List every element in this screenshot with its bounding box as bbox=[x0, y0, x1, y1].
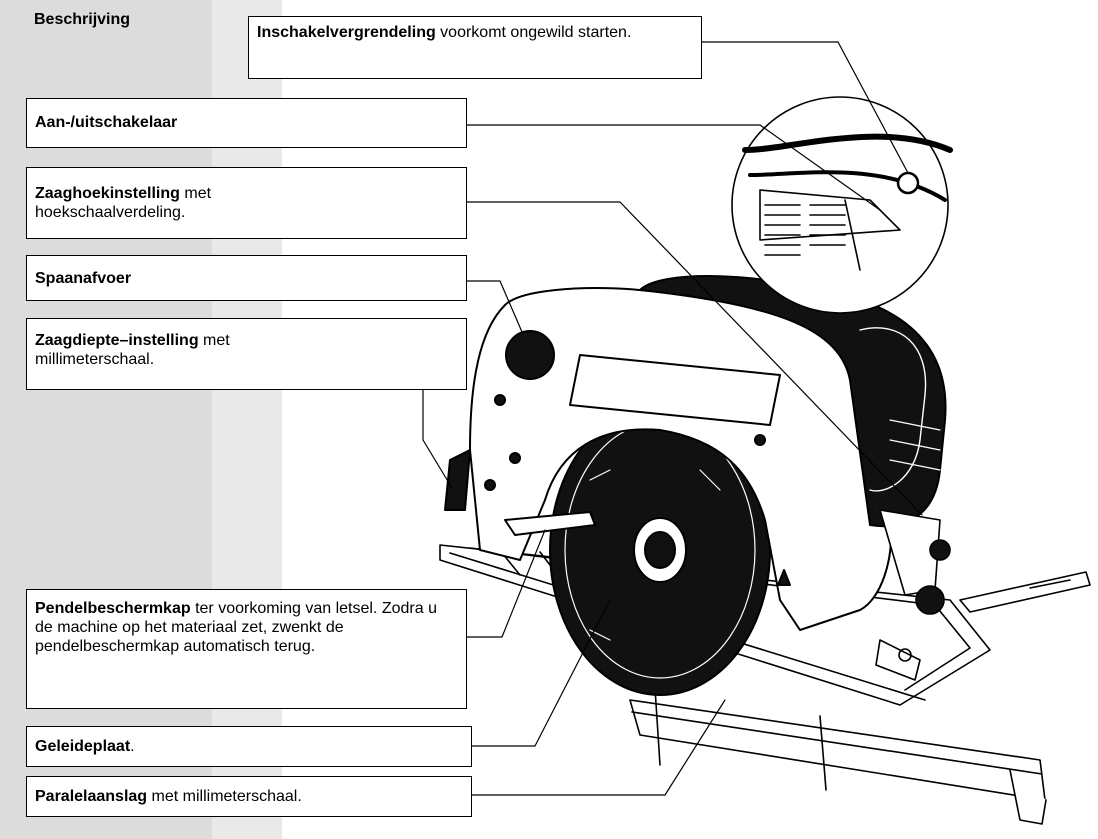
callout-desc: ter voorkoming van letsel. Zodra u de ma… bbox=[35, 600, 437, 655]
callout-desc: . bbox=[130, 738, 135, 755]
callout-spaanafvoer: Spaanafvoer bbox=[26, 255, 467, 301]
callout-term: Paralelaanslag bbox=[35, 788, 148, 805]
motor-housing bbox=[639, 275, 947, 528]
callout-term: Pendelbeschermkap bbox=[35, 600, 191, 617]
callout-desc: met millimeterschaal. bbox=[147, 788, 302, 805]
callout-zaaghoekinstelling: Zaaghoekinstelling met hoekschaalverdeli… bbox=[26, 167, 467, 239]
callout-pendelbeschermkap: Pendelbeschermkap ter voorkoming van let… bbox=[26, 589, 467, 709]
callout-term: Zaagdiepte–instelling bbox=[35, 332, 199, 349]
callout-aan-uitschakelaar: Aan-/uitschakelaar bbox=[26, 98, 467, 148]
callout-desc: met millimeterschaal. bbox=[35, 332, 230, 368]
section-title: Beschrijving bbox=[34, 11, 131, 28]
callout-term: Spaanafvoer bbox=[35, 270, 132, 287]
callout-term: Inschakelvergrendeling bbox=[257, 24, 436, 41]
angle-scale bbox=[879, 509, 951, 615]
parallel-guide bbox=[629, 687, 1047, 825]
callout-term: Zaaghoekinstelling bbox=[35, 185, 180, 202]
callout-geleideplaat: Geleideplaat. bbox=[26, 726, 472, 767]
callout-term: Geleideplaat bbox=[35, 738, 131, 755]
callout-zaagdiepte-instelling: Zaagdiepte–instelling met millimeterscha… bbox=[26, 318, 467, 390]
fence-arm bbox=[959, 571, 1091, 613]
saw-blade bbox=[549, 404, 771, 696]
callout-desc: met hoekschaalverdeling. bbox=[35, 185, 212, 221]
callout-term: Aan-/uitschakelaar bbox=[35, 114, 178, 131]
callout-desc: voorkomt ongewild starten. bbox=[435, 24, 632, 41]
leader-lines bbox=[422, 41, 923, 796]
callout-paralelaanslag: Paralelaanslag met millimeterschaal. bbox=[26, 776, 472, 817]
callout-inschakelvergrendeling: Inschakelvergrendeling voorkomt ongewild… bbox=[248, 16, 702, 79]
switch-detail-inset bbox=[731, 96, 953, 314]
